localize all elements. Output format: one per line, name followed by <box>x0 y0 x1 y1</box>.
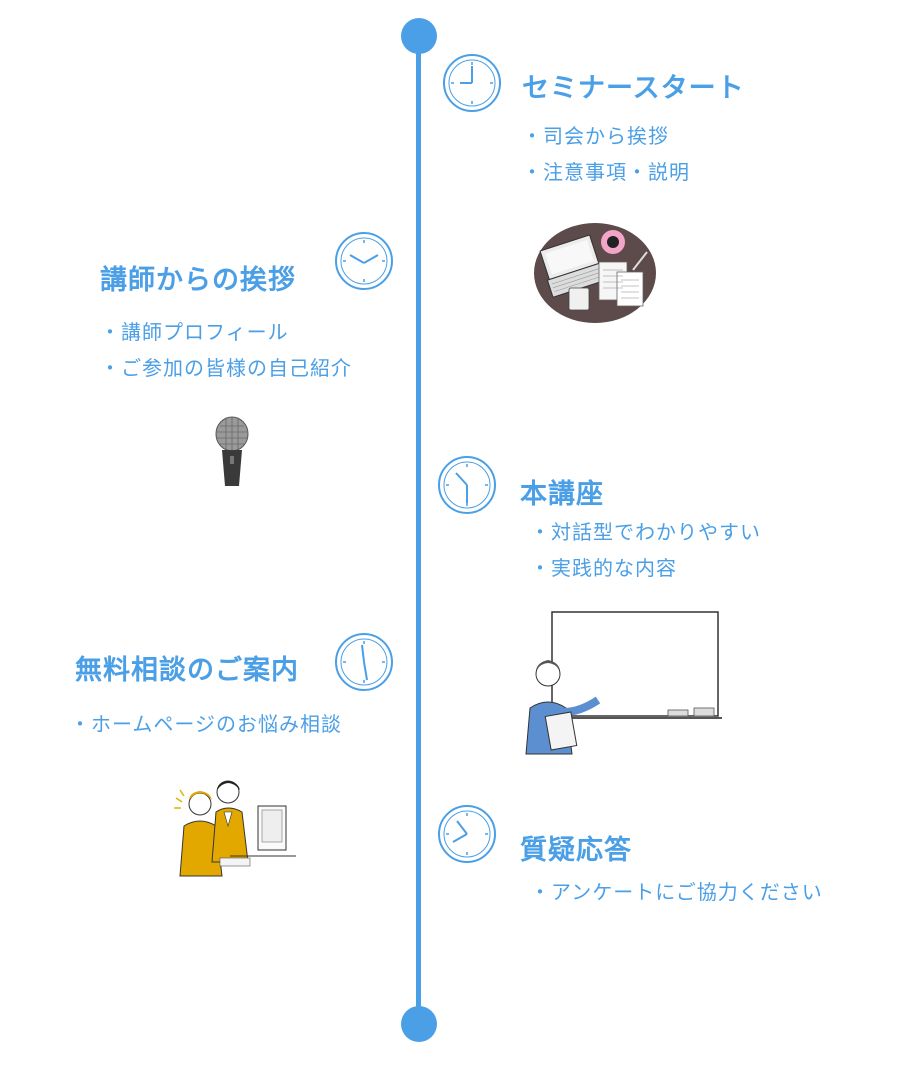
consultation-illustration <box>174 780 296 877</box>
clock-icon <box>335 232 393 290</box>
step-item: ・注意事項・説明 <box>522 160 690 184</box>
step-item: ・実践的な内容 <box>530 556 677 580</box>
step-item: ・対話型でわかりやすい <box>530 520 761 544</box>
step-item: ・アンケートにご協力ください <box>530 880 823 904</box>
step-title: 無料相談のご案内 <box>75 655 299 686</box>
step-title: セミナースタート <box>522 73 745 104</box>
timeline-end-dot <box>401 1006 437 1042</box>
laptop-desk-illustration <box>534 223 656 323</box>
step-item: ・ホームページのお悩み相談 <box>70 712 342 736</box>
step-title: 本講座 <box>520 479 604 510</box>
timeline-line <box>416 36 421 1026</box>
clock-icon <box>438 456 496 514</box>
clock-icon <box>443 54 501 112</box>
clock-icon <box>335 633 393 691</box>
clock-icon <box>438 805 496 863</box>
step-item: ・講師プロフィール <box>100 320 289 344</box>
timeline-start-dot <box>401 18 437 54</box>
whiteboard-teacher-illustration <box>525 611 722 755</box>
step-item: ・ご参加の皆様の自己紹介 <box>100 356 352 380</box>
step-title: 質疑応答 <box>520 835 632 866</box>
microphone-illustration <box>215 416 249 486</box>
step-item: ・司会から挨拶 <box>522 124 669 148</box>
step-title: 講師からの挨拶 <box>100 265 296 296</box>
